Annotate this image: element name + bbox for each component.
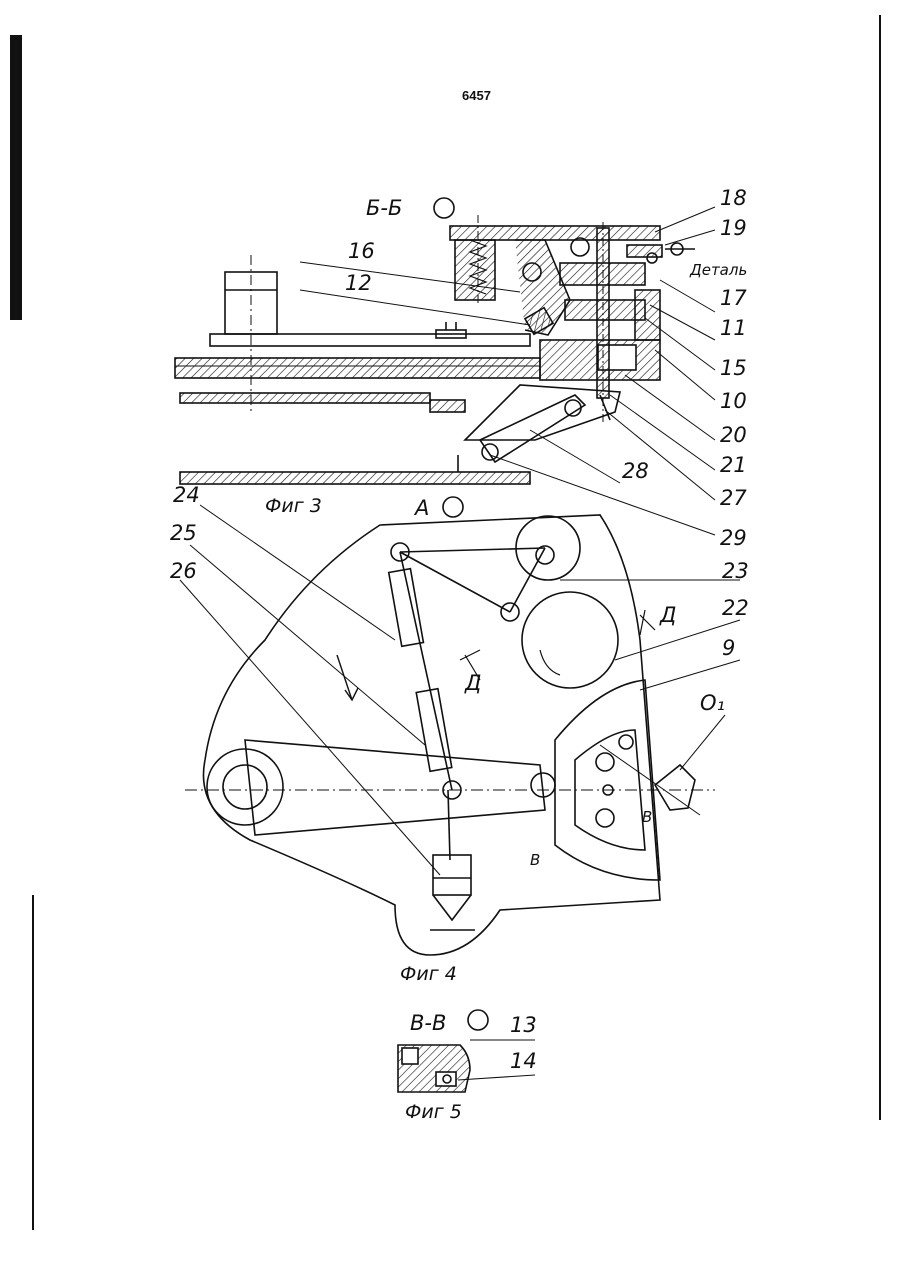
caption-fig4: Фиг 4 bbox=[400, 963, 457, 985]
section-marker-vv bbox=[468, 1010, 488, 1030]
callout-13: 13 bbox=[510, 1013, 537, 1037]
section-label-bb: Б-Б bbox=[366, 196, 402, 220]
left-margin-bar bbox=[10, 35, 22, 320]
callout-20: 20 bbox=[720, 423, 747, 447]
mark-v-left: В bbox=[530, 851, 540, 869]
mark-d-left: Д bbox=[464, 671, 481, 695]
callout-10: 10 bbox=[720, 389, 747, 413]
callout-17: 17 bbox=[720, 286, 747, 310]
top-arm bbox=[450, 226, 660, 240]
section-marker-bb bbox=[434, 198, 454, 218]
figure-5: В-В 13 14 Фиг 5 bbox=[398, 1010, 537, 1123]
callout-o1: O₁ bbox=[700, 691, 725, 715]
base-plate bbox=[180, 472, 530, 484]
callout-18: 18 bbox=[720, 186, 747, 210]
page-number: 6457 bbox=[462, 88, 491, 103]
spring-housing bbox=[455, 240, 495, 300]
mark-v-right: В bbox=[642, 808, 652, 826]
callout-23: 23 bbox=[722, 559, 749, 583]
callout-22: 22 bbox=[722, 596, 749, 620]
top-plate bbox=[210, 334, 530, 346]
callout-16: 16 bbox=[348, 239, 375, 263]
main-pivot bbox=[207, 749, 283, 825]
roller-22 bbox=[522, 592, 618, 688]
callout-25: 25 bbox=[170, 521, 197, 545]
caption-fig3: Фиг 3 bbox=[265, 495, 322, 517]
frame-outline bbox=[203, 515, 660, 955]
figure-4: А bbox=[170, 483, 749, 985]
detail-label: Деталь bbox=[689, 261, 747, 279]
caption-fig5: Фиг 5 bbox=[405, 1101, 462, 1123]
callout-28: 28 bbox=[622, 459, 649, 483]
section-label-vv: В-В bbox=[410, 1011, 446, 1035]
callout-24: 24 bbox=[173, 483, 200, 507]
jack-26 bbox=[433, 855, 471, 895]
callout-19: 19 bbox=[720, 216, 747, 240]
callout-9: 9 bbox=[722, 636, 735, 660]
callout-11: 11 bbox=[720, 316, 747, 340]
callout-14: 14 bbox=[510, 1049, 537, 1073]
callout-12: 12 bbox=[345, 271, 372, 295]
figure-3: Б-Б bbox=[175, 186, 747, 550]
callout-15: 15 bbox=[720, 356, 747, 380]
callout-21: 21 bbox=[720, 453, 747, 477]
section-label-a: А bbox=[413, 496, 429, 520]
mark-d-right: Д bbox=[659, 603, 676, 627]
pivot-arm bbox=[245, 740, 545, 835]
callout-29: 29 bbox=[720, 526, 747, 550]
section-marker-a bbox=[443, 497, 463, 517]
callout-27: 27 bbox=[720, 486, 747, 510]
callout-26: 26 bbox=[170, 559, 197, 583]
